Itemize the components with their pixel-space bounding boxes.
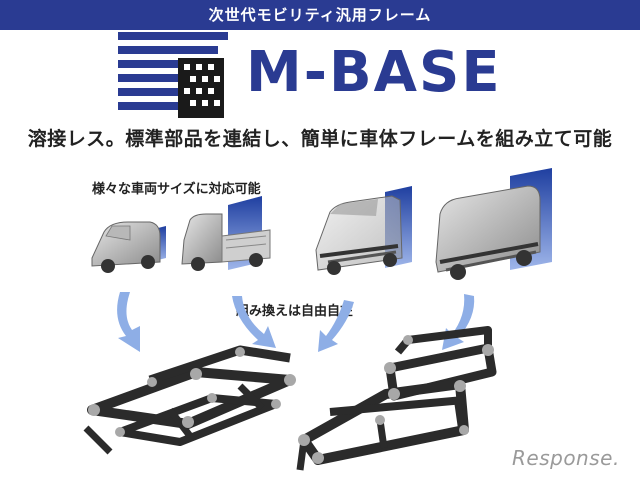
minibus-model: [315, 195, 403, 275]
light-truck-model: [181, 213, 271, 271]
caption-vehicle-sizes: 様々な車両サイズに対応可能: [92, 182, 261, 197]
curved-arrow-icon: [117, 292, 475, 352]
watermark: Response.: [512, 446, 620, 470]
chassis-frame-left: [83, 345, 295, 455]
header-subtitle: 次世代モビリティ汎用フレーム: [208, 6, 432, 24]
headline: 溶接レス。標準部品を連結し、簡単に車体フレームを組み立て可能: [27, 128, 613, 150]
large-van-model: [435, 185, 541, 280]
small-van-model: [91, 221, 161, 273]
brand-title: M-BASE: [246, 40, 502, 105]
chassis-frame-right: [296, 326, 497, 471]
striped-frame-logo-icon: [118, 32, 228, 118]
chassis-brackets-right: [298, 335, 494, 464]
header-bar: [0, 0, 640, 30]
caption-reconfigurable: 組み換えは自由自在: [236, 304, 354, 319]
chassis-brackets-left: [88, 347, 296, 437]
